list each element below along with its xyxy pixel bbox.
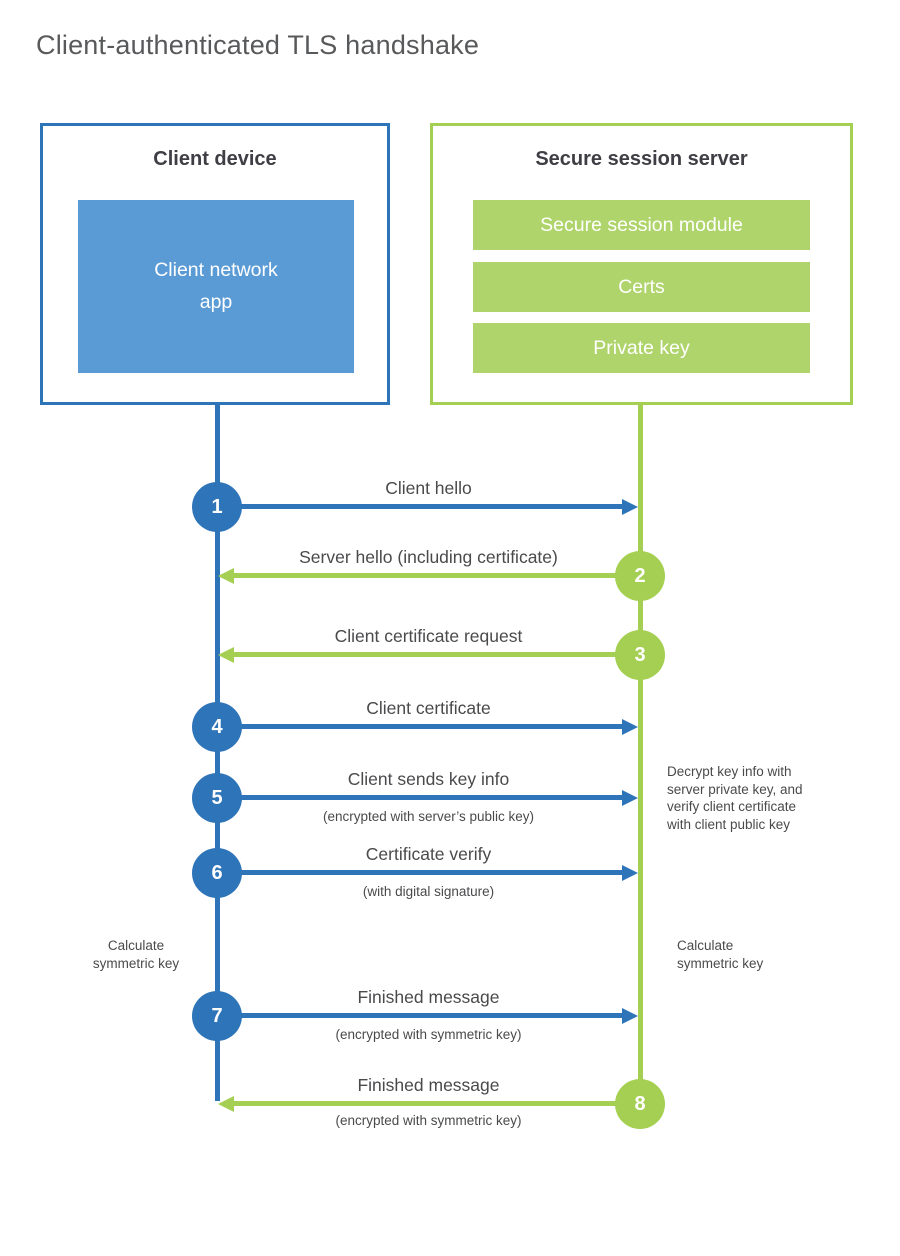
message-arrow-6 <box>217 870 622 875</box>
arrowhead-right-icon <box>622 1008 638 1024</box>
message-arrow-3 <box>234 652 640 657</box>
message-label-1: Client hello <box>385 478 472 498</box>
arrowhead-right-icon <box>622 499 638 515</box>
message-subtitle-6: (with digital signature) <box>362 884 495 899</box>
server-title: Secure session server <box>535 148 748 170</box>
calc-symmetric-key-right-note: Calculate symmetric key <box>677 938 764 971</box>
step-circle-2: 2 <box>615 551 665 601</box>
message-arrow-2 <box>234 573 640 578</box>
client-lifeline <box>215 403 220 1101</box>
arrowhead-right-icon <box>622 865 638 881</box>
arrowhead-right-icon <box>622 719 638 735</box>
message-arrow-8 <box>234 1101 640 1106</box>
server-module-certs: Certs <box>473 262 810 312</box>
arrowhead-right-icon <box>622 790 638 806</box>
message-subtitle-7: (encrypted with symmetric key) <box>335 1027 522 1042</box>
arrowhead-left-icon <box>218 1096 234 1112</box>
server-lifeline <box>638 403 643 1104</box>
message-arrow-1 <box>217 504 622 509</box>
message-label-5: Client sends key info <box>347 769 510 789</box>
message-arrow-5 <box>217 795 622 800</box>
arrowhead-left-icon <box>218 568 234 584</box>
step-circle-6: 6 <box>192 848 242 898</box>
server-module-secure-session: Secure session module <box>473 200 810 250</box>
step-circle-7: 7 <box>192 991 242 1041</box>
message-arrow-4 <box>217 724 622 729</box>
message-subtitle-5: (encrypted with server’s public key) <box>322 809 535 824</box>
message-subtitle-8: (encrypted with symmetric key) <box>335 1113 522 1128</box>
message-label-8: Finished message <box>357 1075 500 1095</box>
message-label-6: Certificate verify <box>365 844 492 864</box>
server-module-private-key: Private key <box>473 323 810 373</box>
message-arrow-7 <box>217 1013 622 1018</box>
page-title: Client-authenticated TLS handshake <box>36 30 480 60</box>
message-label-7: Finished message <box>357 987 500 1007</box>
step-circle-4: 4 <box>192 702 242 752</box>
message-label-3: Client certificate request <box>334 626 523 646</box>
client-network-app-module: Client network app <box>78 200 354 373</box>
step-circle-5: 5 <box>192 773 242 823</box>
decrypt-note: Decrypt key info with server private key… <box>667 764 803 832</box>
message-label-2: Server hello (including certificate) <box>299 547 558 567</box>
client-device-title: Client device <box>153 148 277 170</box>
step-circle-8: 8 <box>615 1079 665 1129</box>
step-circle-3: 3 <box>615 630 665 680</box>
message-label-4: Client certificate <box>366 698 491 718</box>
step-circle-1: 1 <box>192 482 242 532</box>
server-box: Secure session server Secure session mod… <box>430 123 853 405</box>
arrowhead-left-icon <box>218 647 234 663</box>
client-device-box: Client device Client network app <box>40 123 390 405</box>
calc-symmetric-key-left-note: Calculate symmetric key <box>92 938 180 971</box>
